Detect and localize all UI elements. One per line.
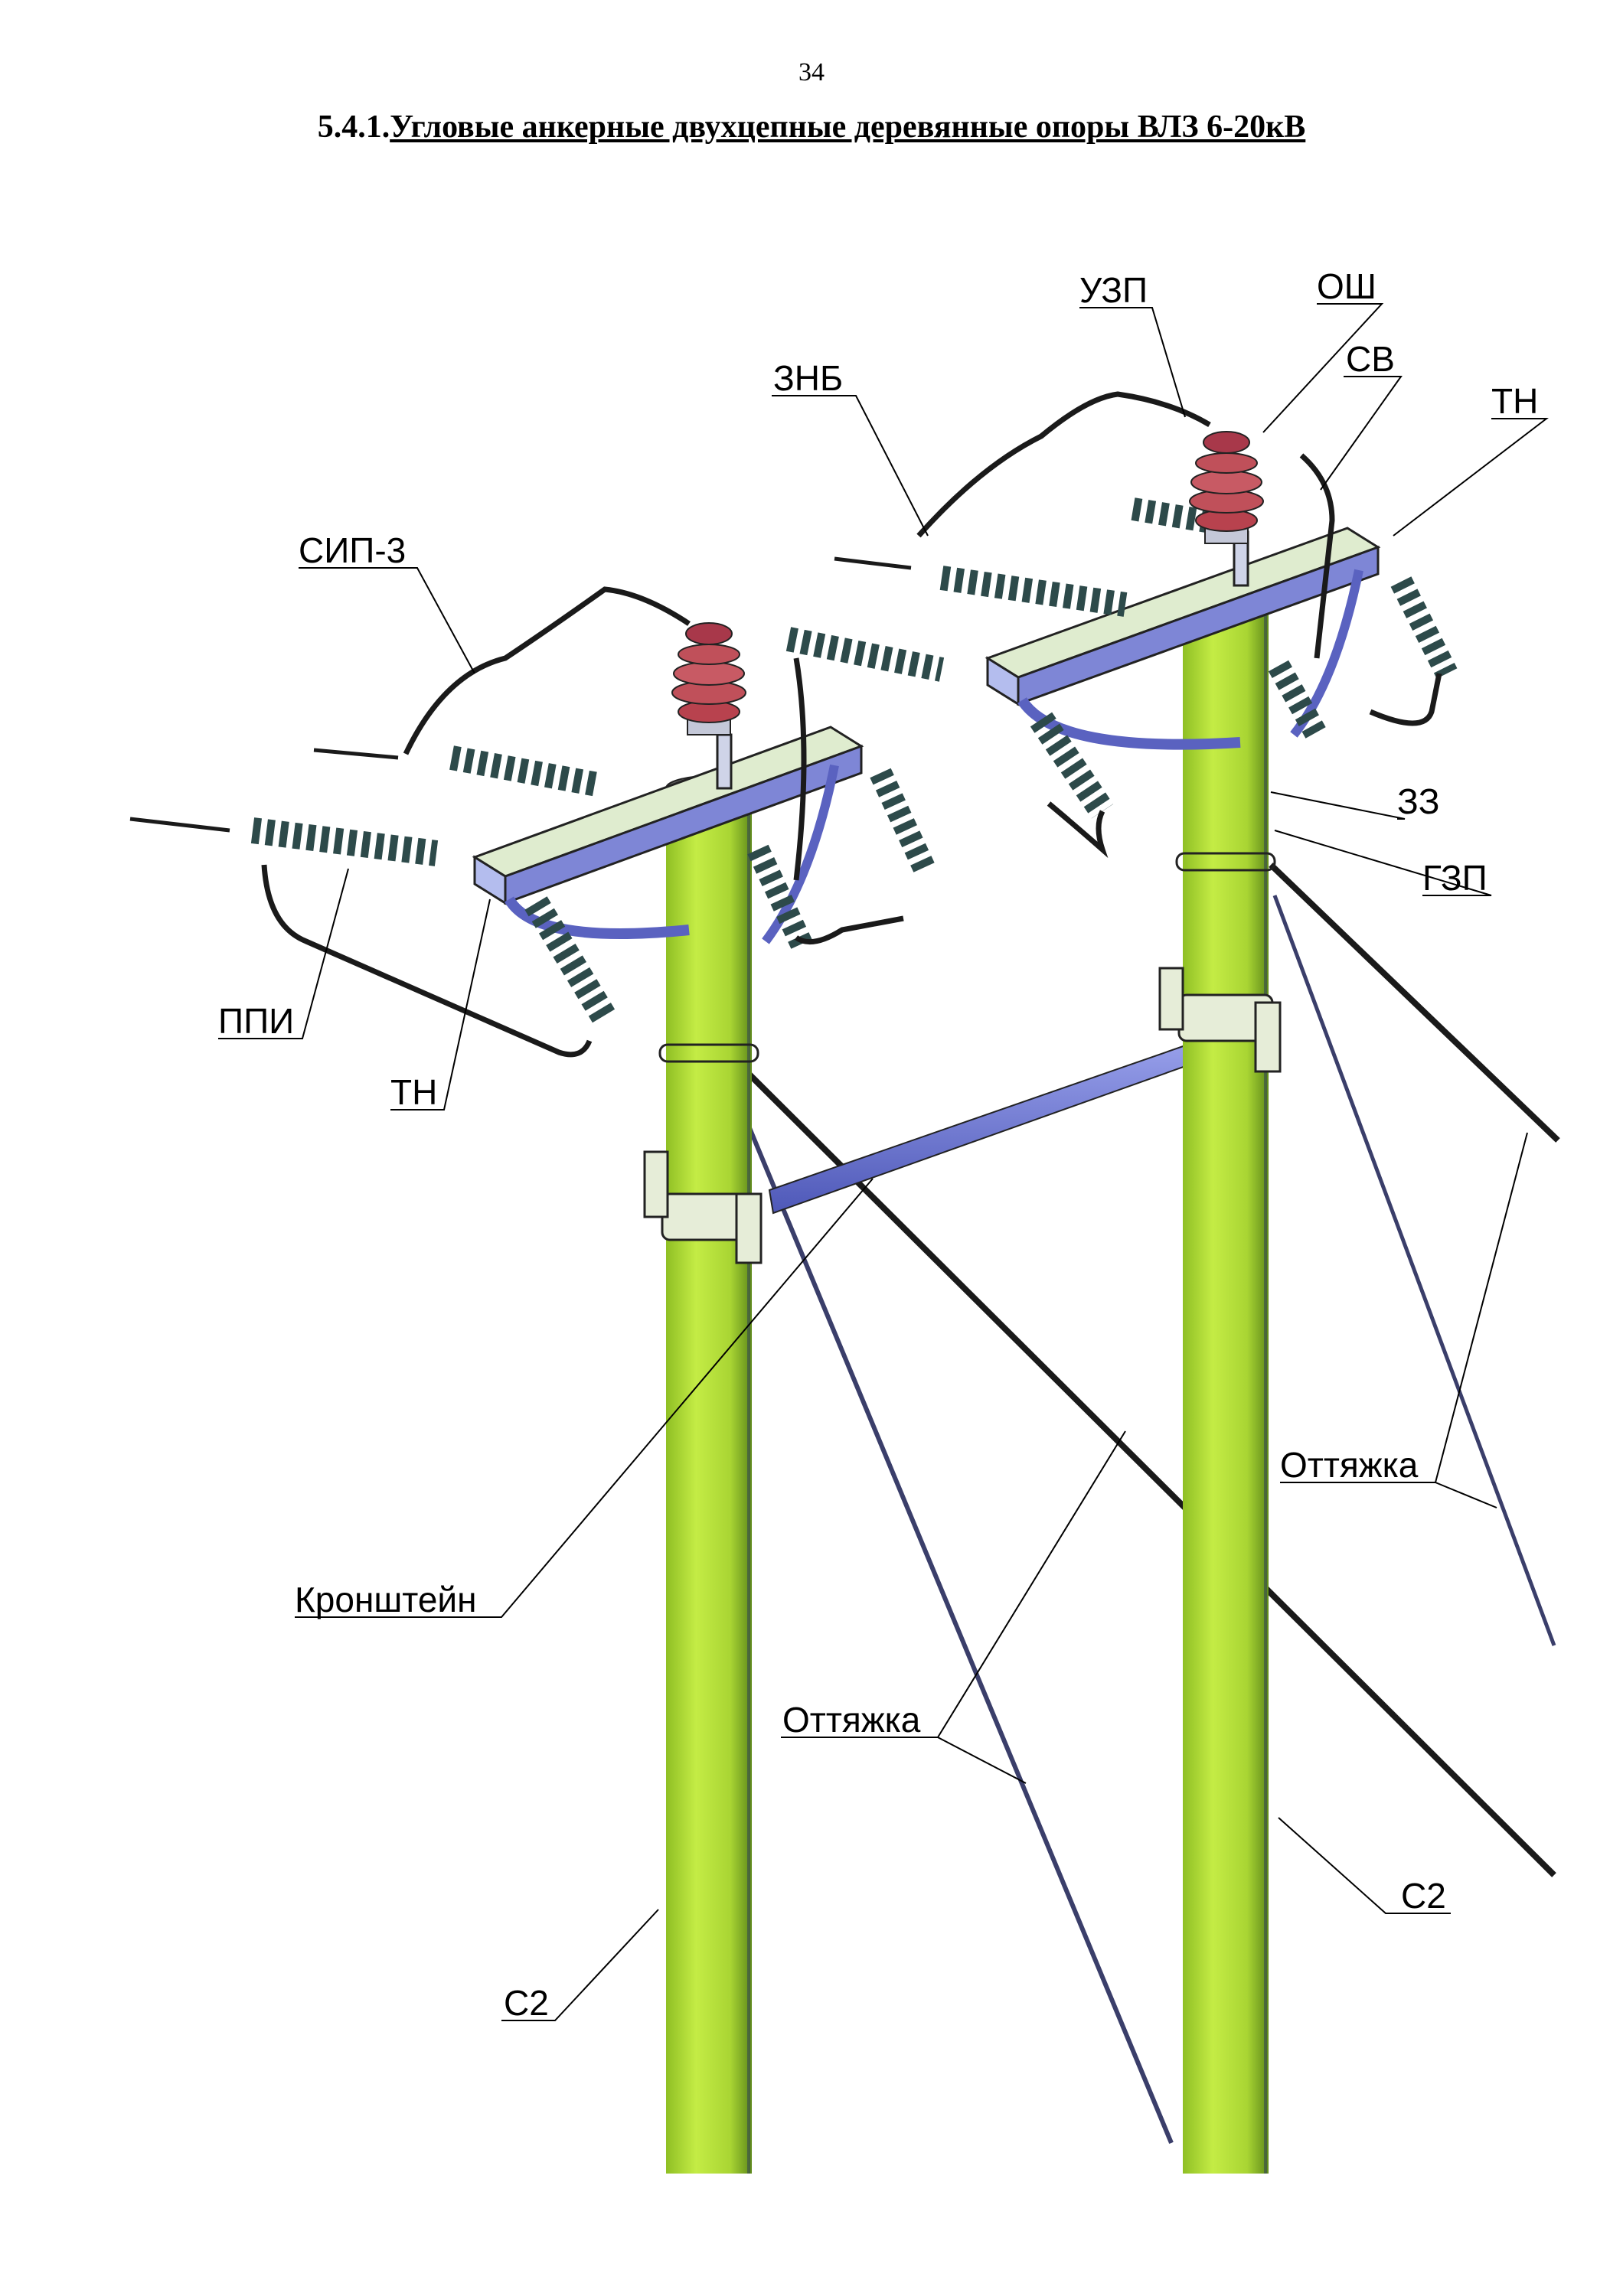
leader-osh xyxy=(1262,303,1384,433)
leader-znb xyxy=(772,395,929,536)
jumper-cable xyxy=(1047,801,1109,859)
label-s2-right: С2 xyxy=(1401,1876,1446,1916)
leader-sv xyxy=(1320,376,1403,491)
insulator-string xyxy=(747,844,815,954)
callout-labels: УЗП ОШ СВ ТН ЗНБ СИП-3 ЗЗ ГЗП ППИ ТН Отт… xyxy=(218,266,1538,2023)
label-ottyazhka-center: Оттяжка xyxy=(782,1700,921,1740)
clamp-plate xyxy=(1254,1001,1282,1073)
leader-sip3 xyxy=(299,567,475,674)
guy-wire xyxy=(1272,895,1556,1646)
leader-tn-left xyxy=(390,899,491,1110)
leader-ottyazhka-center xyxy=(781,1430,1126,1738)
tension-rod xyxy=(834,556,912,570)
leader-ottyazhka-right xyxy=(1280,1132,1528,1483)
insulator-string xyxy=(1030,712,1114,819)
leader-s2-left xyxy=(501,1909,659,2021)
leader-zz xyxy=(1270,791,1406,820)
label-sip3: СИП-3 xyxy=(299,530,406,570)
insulator-string xyxy=(785,627,945,682)
insulator-string xyxy=(1390,576,1458,679)
clamp-plate xyxy=(735,1192,763,1264)
bracket-strut xyxy=(768,1035,1215,1215)
jumper-cable xyxy=(794,915,904,945)
tension-rod xyxy=(129,817,230,833)
label-tn-right: ТН xyxy=(1491,381,1538,421)
leader-gzp xyxy=(1274,830,1492,896)
guy-wire xyxy=(744,1069,1556,1877)
insulator-string xyxy=(870,768,937,878)
pole-right xyxy=(1182,588,1269,2174)
label-tn-left: ТН xyxy=(390,1072,437,1112)
label-ppi: ППИ xyxy=(218,1001,294,1041)
sip-3-cable xyxy=(403,586,691,755)
pole-clamps xyxy=(643,852,1282,1264)
label-zz: ЗЗ xyxy=(1397,781,1440,821)
label-uzp: УЗП xyxy=(1079,270,1148,310)
clamp-plate xyxy=(1158,967,1184,1031)
leader-uzp xyxy=(1079,307,1186,418)
jumper-cable xyxy=(1369,673,1442,726)
label-osh: ОШ xyxy=(1317,266,1376,306)
jumper-cables xyxy=(261,391,1442,1058)
clamp-plate xyxy=(643,1150,669,1218)
insulator-string xyxy=(449,745,599,797)
leader-kronshtein xyxy=(295,1178,874,1618)
crossarm-left xyxy=(472,726,864,944)
label-gzp: ГЗП xyxy=(1422,858,1487,898)
leader-tn-right xyxy=(1393,418,1549,536)
section-heading: 5.4.1.Угловые анкерные двухцепные деревя… xyxy=(0,109,1623,145)
support-insulator-left xyxy=(671,622,746,735)
leader-s2-right xyxy=(1278,1817,1451,1914)
leader-lines xyxy=(218,303,1549,2021)
tension-rod xyxy=(313,748,399,760)
label-ottyazhka-right: Оттяжка xyxy=(1280,1445,1419,1485)
crossarm-right xyxy=(985,527,1381,750)
sip-3-cable xyxy=(1299,453,1335,659)
insulator-string xyxy=(939,566,1128,617)
label-znb: ЗНБ xyxy=(773,358,843,398)
insulator-string xyxy=(524,896,616,1025)
pole-left xyxy=(665,775,753,2174)
label-kronshtein: Кронштейн xyxy=(295,1580,477,1619)
guy-wires xyxy=(736,863,1560,2144)
leader-ppi xyxy=(218,868,349,1039)
insulator-strings xyxy=(129,497,1458,1025)
sip-3-cable xyxy=(793,657,807,881)
band xyxy=(1175,852,1276,872)
band xyxy=(658,1043,759,1063)
jumper-cable xyxy=(261,864,593,1058)
section-title: Угловые анкерные двухцепные деревянные о… xyxy=(390,109,1306,145)
support-insulator-right xyxy=(1189,431,1264,544)
sip-3-cable xyxy=(916,391,1211,538)
guy-wire xyxy=(1269,863,1560,1143)
page-number: 34 xyxy=(798,58,825,86)
guy-wire xyxy=(736,1101,1174,2144)
insulator-string xyxy=(250,817,439,866)
label-sv: СВ xyxy=(1346,339,1395,379)
label-s2-left: С2 xyxy=(504,1983,549,2023)
section-number: 5.4.1. xyxy=(317,109,390,145)
